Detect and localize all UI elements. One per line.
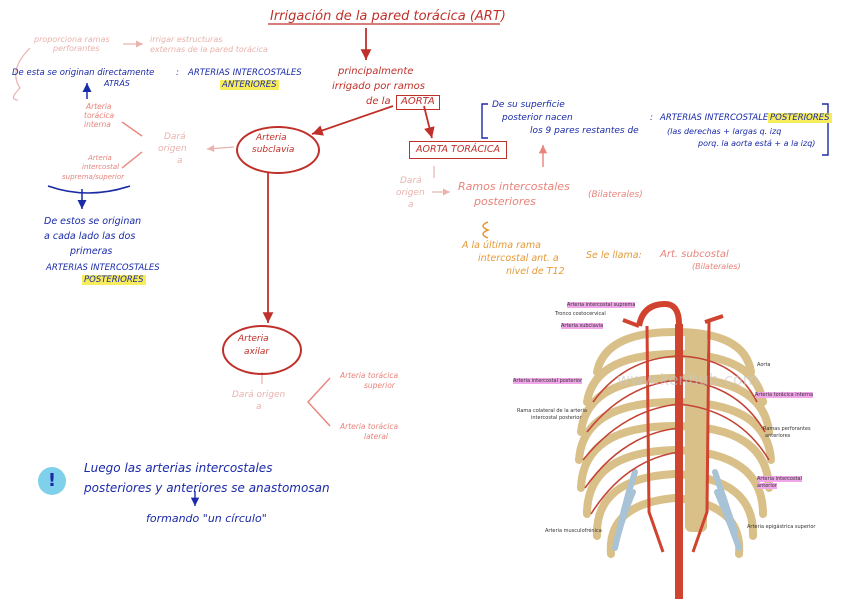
irrigar-line-1: irrigar estructuras (150, 35, 223, 44)
nota-1: (las derechas + largas q. izq (667, 127, 782, 136)
ramos-bilaterales: (Bilaterales) (588, 190, 643, 200)
intercostal-suprema-3: suprema/superior (62, 173, 124, 181)
label-watermark: www.kenhub.com (617, 370, 759, 389)
ramos-intercostales-1: Ramos intercostales (458, 180, 570, 193)
ramos-intercostales-2: posteriores (474, 195, 536, 208)
superficie-1: De su superficie (492, 100, 565, 110)
intercostal-suprema-1: Arteria (88, 154, 112, 162)
subcostal-2: (Bilaterales) (692, 262, 741, 271)
subcostal-1: Art. subcostal (660, 249, 729, 260)
note-line-1: Luego las arterias intercostales (84, 461, 273, 475)
dara-origen-2: origen (158, 144, 187, 154)
posteriores-label: POSTERIORES (768, 113, 832, 123)
thorax-illustration: www.kenhub.com Arteria intercostal supre… (513, 292, 845, 599)
anteriores-label: ANTERIORES (220, 80, 279, 90)
directa-text: De esta se originan directamente (12, 68, 155, 78)
axilar-line-1: Arteria (238, 334, 269, 344)
label-suprema: Arteria intercostal suprema (567, 302, 636, 308)
axilar-superior-2: superior (364, 381, 395, 390)
label-costocervical: Tronco costocervical (555, 311, 606, 317)
principal-line-2: irrigado por ramos (332, 81, 425, 92)
subclavia-line-2: subclavia (252, 145, 295, 155)
superficie-2: posterior nacen (502, 113, 573, 123)
arterias-intercostales-ant: ARTERIAS INTERCOSTALES (188, 68, 302, 78)
ai-posteriores-2: POSTERIORES (82, 275, 146, 285)
ultima-1: A la última rama (462, 240, 541, 251)
ramos-dara-3: a (408, 200, 414, 210)
ramos-dara-2: origen (396, 188, 425, 198)
aorta-toracica-box: AORTA TORÁCICA (409, 141, 507, 159)
toracica-interna-1: Arteria (86, 102, 112, 111)
note-line-3: formando "un círculo" (146, 512, 267, 525)
label-ic-anterior-1: Arteria intercostal (757, 476, 802, 482)
axilar-oval (222, 325, 302, 375)
label-perforantes-2: anteriores (765, 433, 791, 439)
se-le-llama: Se le llama: (586, 250, 642, 261)
alert-icon: ! (38, 467, 66, 495)
directa-text-2: ATRÁS (104, 79, 130, 88)
label-epigastrica: Arteria epigástrica superior (747, 524, 816, 530)
label-aorta: Aorta (757, 362, 771, 368)
principal-line-1: principalmente (338, 66, 414, 77)
label-rama-colateral-1: Rama colateral de la arteria (517, 408, 587, 414)
nueve-pares: los 9 pares restantes de (530, 126, 639, 136)
subclavia-line-1: Arteria (256, 133, 287, 143)
axilar-superior-1: Arteria torácica (340, 371, 399, 380)
ultima-3: nivel de T12 (506, 266, 565, 277)
arterias-post-label: ARTERIAS INTERCOSTALES (660, 113, 774, 123)
ribcage-drawing (575, 300, 775, 599)
colon-2: : (650, 113, 654, 123)
toracica-interna-3: interna (84, 120, 111, 129)
axilar-lateral-2: lateral (364, 432, 388, 441)
label-rama-colateral-2: intercostal posterior (531, 415, 582, 421)
intercostal-suprema-2: intercostal (82, 163, 120, 171)
label-perforantes-1: Ramas perforantes (763, 426, 811, 432)
subclavia-oval (236, 126, 320, 174)
axilar-line-2: axilar (244, 347, 270, 357)
irrigar-line-2: externas de la pared torácica (150, 45, 268, 54)
aorta-box: AORTA (396, 95, 440, 110)
label-posterior: Arteria intercostal posterior (513, 378, 583, 384)
toracica-interna-2: torácica (84, 111, 115, 120)
colon: : (176, 68, 180, 78)
label-toracica-interna: Arteria torácica interna (755, 392, 814, 398)
label-ic-anterior-2: anterior (757, 483, 777, 489)
ramos-dara-1: Dará (400, 176, 422, 186)
axilar-dara-1: Dará origen (232, 390, 286, 400)
de-estos-3: primeras (70, 246, 113, 257)
page-title: Irrigación de la pared torácica (ART) (270, 9, 506, 24)
de-estos-2: a cada lado las dos (44, 231, 136, 242)
de-estos-1: De estos se originan (44, 216, 142, 227)
label-musculofrenica: Arteria musculofrénica (545, 528, 602, 534)
note-line-2: posteriores y anteriores se anastomosan (84, 481, 330, 495)
perforantes-line-2: perforantes (53, 44, 100, 53)
label-subclavia: Arteria subclavia (561, 323, 604, 329)
axilar-lateral-1: Arteria torácica (340, 422, 399, 431)
axilar-dara-2: a (256, 402, 262, 412)
ai-posteriores-1: ARTERIAS INTERCOSTALES (46, 263, 160, 273)
ultima-2: intercostal ant. a (478, 253, 559, 264)
dara-origen-3: a (177, 156, 183, 166)
nota-2: porq. la aorta está + a la izq) (698, 139, 816, 148)
principal-line-3: de la (366, 96, 391, 107)
perforantes-line-1: proporciona ramas (34, 35, 110, 44)
dara-origen-1: Dará (164, 132, 186, 142)
